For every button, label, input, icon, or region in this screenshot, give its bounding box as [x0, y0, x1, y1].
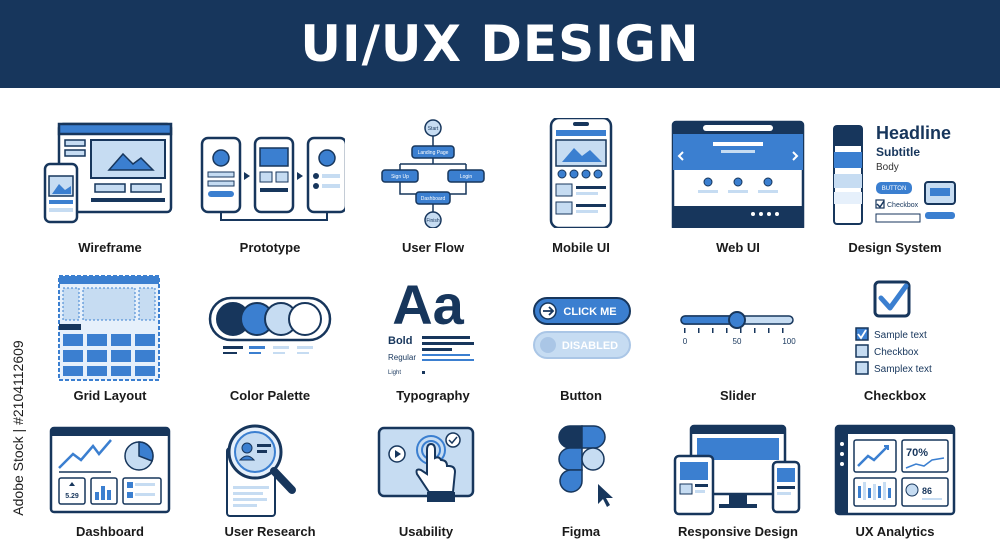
- label-grid-layout: Grid Layout: [73, 388, 147, 403]
- typography-light: Light: [388, 370, 401, 376]
- mobile-ui-icon: [549, 118, 613, 228]
- slider-max: 100: [782, 337, 796, 346]
- slider-mid: 50: [733, 337, 742, 346]
- grid-layout-icon: [58, 275, 160, 381]
- label-dashboard: Dashboard: [76, 524, 144, 539]
- analytics-value: 86: [922, 486, 932, 496]
- flow-finish: Finish: [426, 218, 440, 224]
- ds-body: Body: [876, 162, 899, 173]
- label-button: Button: [560, 388, 602, 403]
- ds-checkbox: Checkbox: [887, 202, 919, 209]
- flow-dashboard: Dashboard: [421, 196, 446, 202]
- flow-start: Start: [428, 126, 439, 132]
- flow-landing: Landing Page: [418, 150, 449, 156]
- wireframe-icon: [43, 122, 173, 224]
- label-usability: Usability: [398, 524, 454, 539]
- dashboard-value: 5.29: [65, 493, 79, 500]
- design-system-icon: Headline Subtitle Body BUTTON Checkbox: [833, 123, 956, 225]
- label-wireframe: Wireframe: [78, 240, 142, 255]
- label-user-research: User Research: [224, 524, 316, 539]
- slider-min: 0: [683, 337, 688, 346]
- label-figma: Figma: [561, 524, 601, 539]
- button-primary: CLICK ME: [563, 306, 616, 318]
- checkbox-item-1: Sample text: [874, 330, 927, 341]
- figma-icon: [558, 425, 613, 507]
- title-banner: UI/UX DESIGN: [0, 0, 1000, 88]
- slider-thumb[interactable]: [728, 311, 746, 329]
- label-mobile-ui: Mobile UI: [552, 240, 610, 255]
- label-checkbox: Checkbox: [863, 388, 927, 403]
- flow-login: Login: [460, 174, 472, 180]
- user-research-icon: [226, 424, 296, 517]
- color-palette-icon: [208, 296, 332, 354]
- typography-regular: Regular: [388, 353, 416, 362]
- slider-icon: 0 50 100: [680, 311, 796, 346]
- ux-analytics-icon: 70% 86: [834, 424, 956, 516]
- label-prototype: Prototype: [239, 240, 301, 255]
- label-slider: Slider: [719, 388, 757, 403]
- analytics-percent: 70%: [906, 447, 928, 459]
- page-title: UI/UX DESIGN: [300, 15, 700, 73]
- typography-bold: Bold: [388, 335, 412, 347]
- responsive-design-icon: [673, 424, 801, 516]
- label-color-palette: Color Palette: [229, 388, 311, 403]
- web-ui-icon: [671, 120, 805, 228]
- ds-headline: Headline: [876, 123, 951, 143]
- checkbox-icon: Sample text Checkbox Samplex text: [855, 280, 932, 375]
- user-flow-icon: Start Landing Page Sign Up Login Dashboa…: [381, 119, 485, 228]
- dashboard-icon: 5.29: [49, 426, 171, 514]
- side-watermark: Adobe Stock | #2104112609: [8, 300, 28, 558]
- checkbox-item-2: Checkbox: [874, 347, 918, 358]
- label-responsive-design: Responsive Design: [678, 524, 798, 539]
- label-design-system: Design System: [848, 240, 942, 255]
- typography-glyph: Aa: [392, 273, 464, 336]
- ds-button: BUTTON: [882, 186, 907, 192]
- typography-icon: Aa Bold Regular Light: [388, 273, 474, 376]
- button-disabled: DISABLED: [562, 340, 618, 352]
- usability-icon: [377, 426, 475, 502]
- checkbox-item-3: Samplex text: [874, 364, 932, 375]
- button-icon: CLICK ME DISABLED: [533, 297, 631, 359]
- side-watermark-text: Adobe Stock | #2104112609: [10, 340, 26, 516]
- label-web-ui: Web UI: [716, 240, 760, 255]
- flow-signup: Sign Up: [391, 174, 409, 180]
- ds-subtitle: Subtitle: [876, 145, 920, 159]
- label-user-flow: User Flow: [401, 240, 465, 255]
- label-ux-analytics: UX Analytics: [855, 524, 935, 539]
- prototype-icon: [200, 136, 345, 221]
- label-typography: Typography: [396, 388, 470, 403]
